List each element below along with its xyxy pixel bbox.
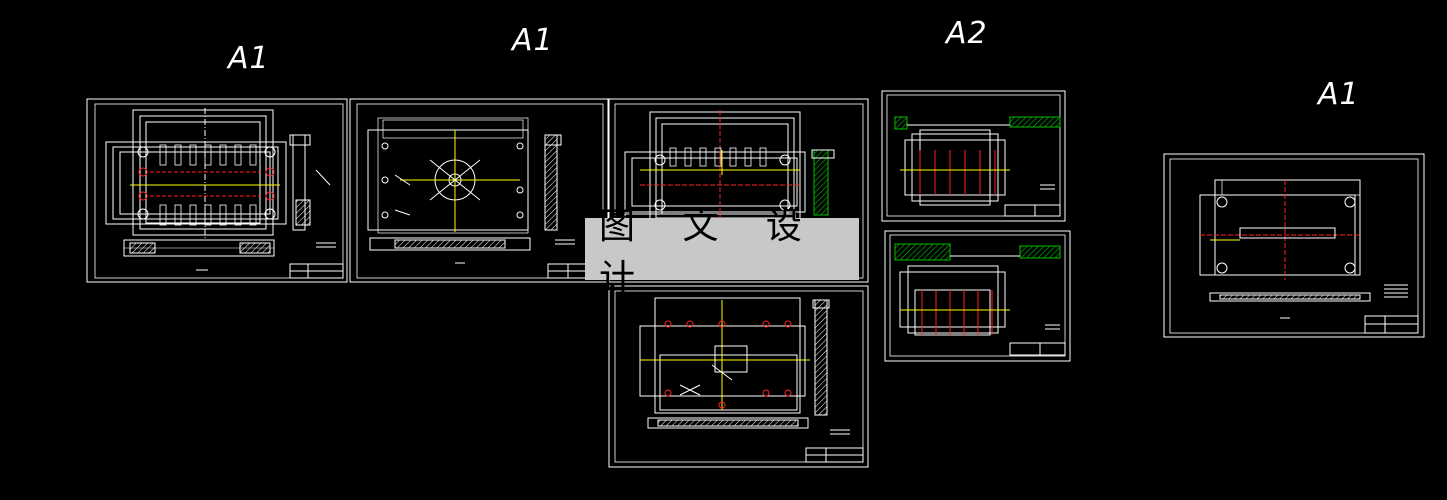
- drawing-sheet-2[interactable]: [349, 98, 609, 283]
- drawing-sheet-7[interactable]: [1163, 153, 1425, 338]
- sheet-size-label-4: A1: [1316, 77, 1360, 112]
- watermark-banner: 图 文 设 计: [585, 206, 859, 299]
- sheet-size-label-2: A1: [510, 23, 554, 58]
- sheet-size-label-3: A2: [944, 16, 988, 51]
- drawing-sheet-6[interactable]: [884, 230, 1071, 362]
- drawing-sheet-5[interactable]: [881, 90, 1066, 222]
- watermark-text: 图 文 设 计: [599, 206, 820, 299]
- drawing-sheet-1[interactable]: [86, 98, 348, 283]
- drawing-sheet-4[interactable]: [608, 285, 869, 468]
- sheet-size-label-1: A1: [226, 41, 270, 76]
